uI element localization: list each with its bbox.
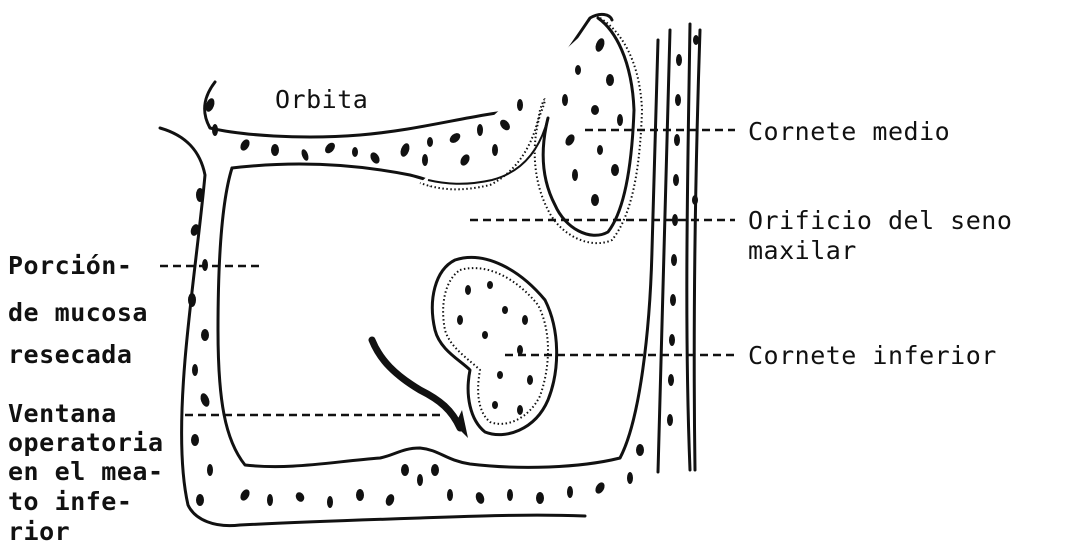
label-cornete-medio: Cornete medio — [748, 117, 950, 146]
label-cornete-inferior: Cornete inferior — [748, 341, 997, 370]
nasal-septum-wall — [658, 24, 700, 472]
label-ventana-line4: to infe- — [8, 487, 132, 516]
middle-turbinate — [420, 18, 642, 243]
label-porcion-line1: Porción- — [8, 251, 132, 280]
label-ventana-line1: Ventana — [8, 399, 117, 428]
label-ventana-line3: en el mea- — [8, 457, 164, 486]
label-ventana-line2: operatoria — [8, 428, 164, 457]
label-porcion-line2: de mucosa — [8, 298, 148, 327]
label-porcion-line3: resecada — [8, 340, 132, 369]
label-orificio-line1: Orificio del seno — [748, 206, 1012, 235]
label-orificio-line2: maxilar — [748, 236, 857, 265]
label-orbita: Orbita — [275, 85, 368, 114]
label-ventana-line5: rior — [8, 517, 70, 545]
